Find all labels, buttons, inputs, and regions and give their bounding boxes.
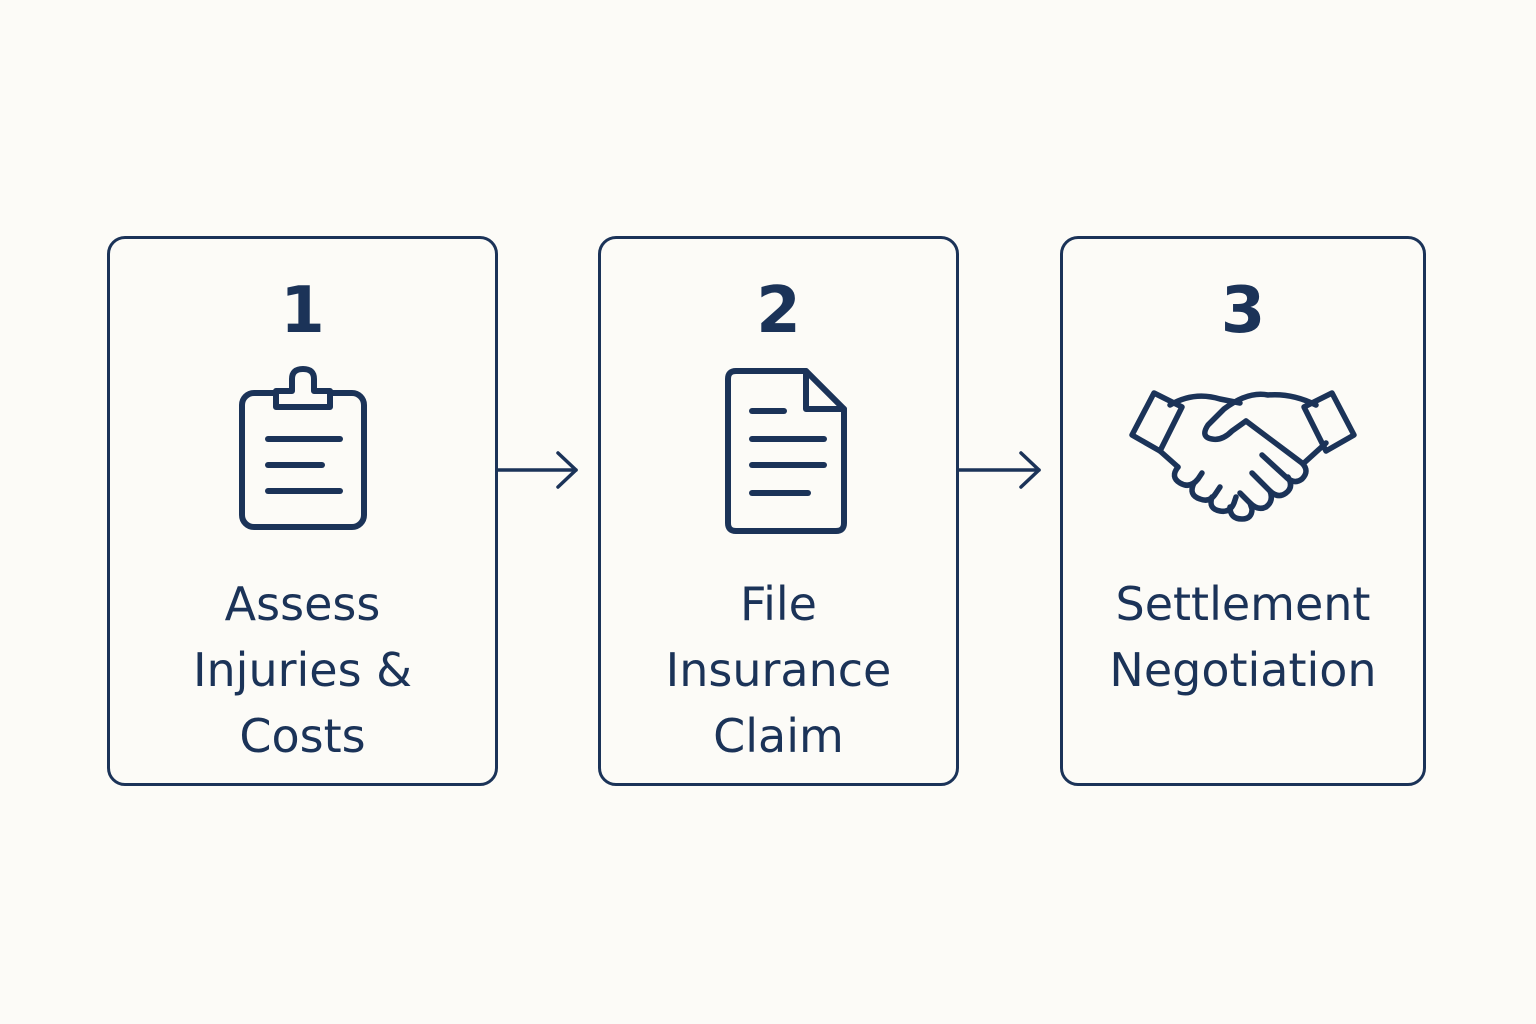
step-card-assess: 1 Assess Injuries & Costs (107, 236, 498, 786)
document-icon (724, 368, 847, 534)
clipboard-icon (238, 366, 367, 530)
step-number: 3 (1220, 274, 1266, 348)
handshake-icon (1129, 390, 1357, 522)
arrow-right-icon (498, 451, 578, 489)
step-number: 2 (756, 274, 801, 348)
step-label: File Insurance Claim (665, 577, 892, 763)
step-card-file-claim: 2 File Insurance Claim (598, 236, 959, 786)
step-label: Settlement Negotiation (1109, 577, 1377, 697)
step-label: Assess Injuries & Costs (192, 577, 413, 763)
step-number: 1 (280, 274, 325, 348)
step-card-settlement: 3 Settlement Negotiation (1060, 236, 1426, 786)
arrow-right-icon (959, 451, 1041, 489)
